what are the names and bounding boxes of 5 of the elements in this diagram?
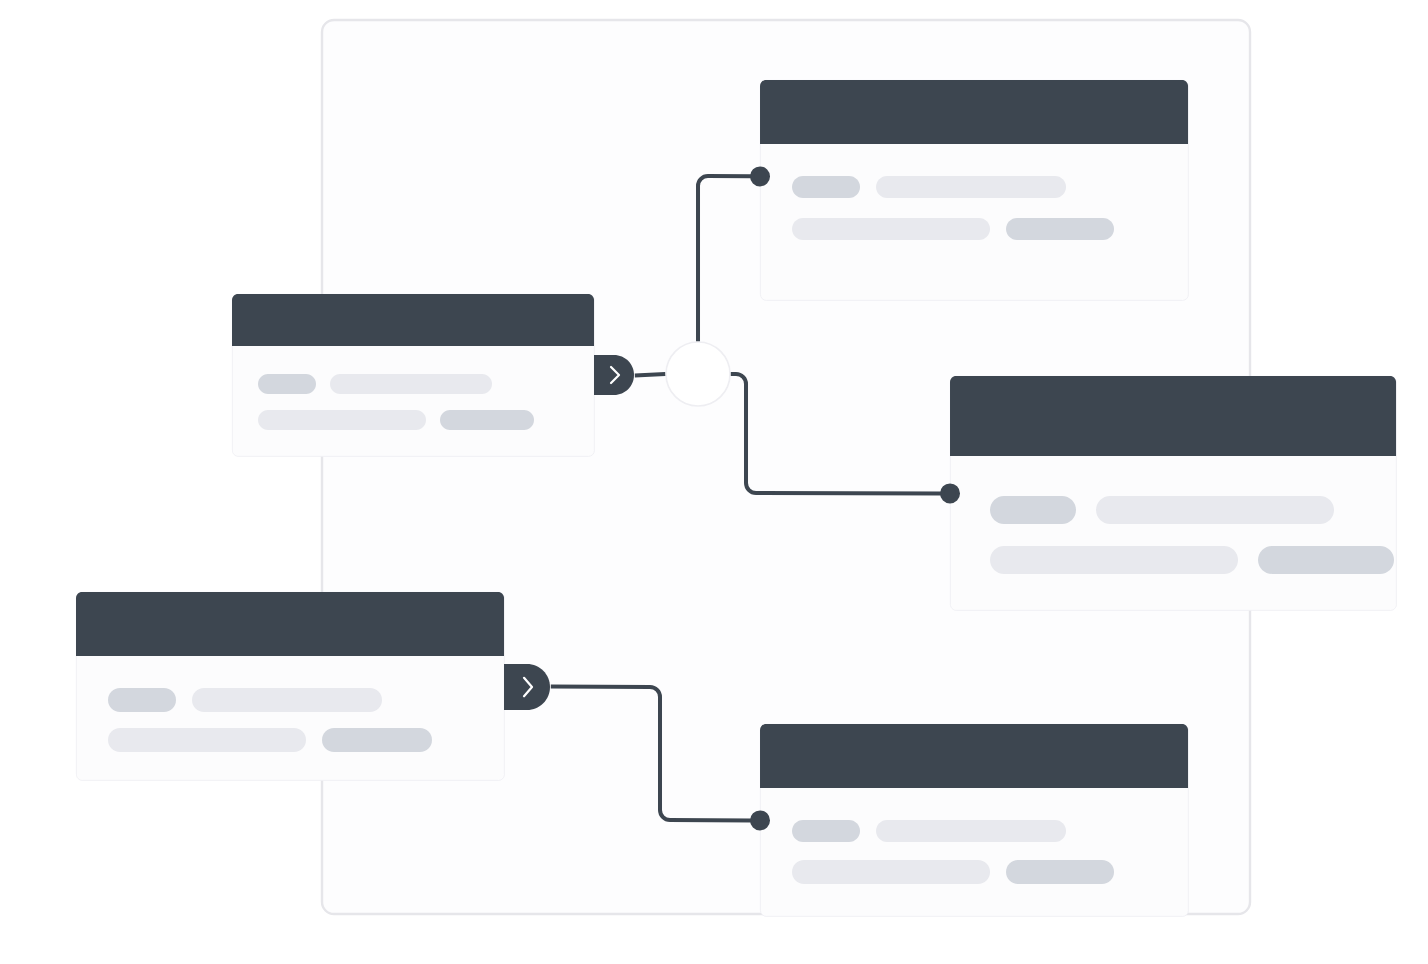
junction-circle (665, 341, 731, 407)
connector-line (634, 372, 666, 378)
connector-line (550, 684, 770, 831)
connector-line (730, 372, 960, 504)
connector-line (696, 166, 770, 342)
